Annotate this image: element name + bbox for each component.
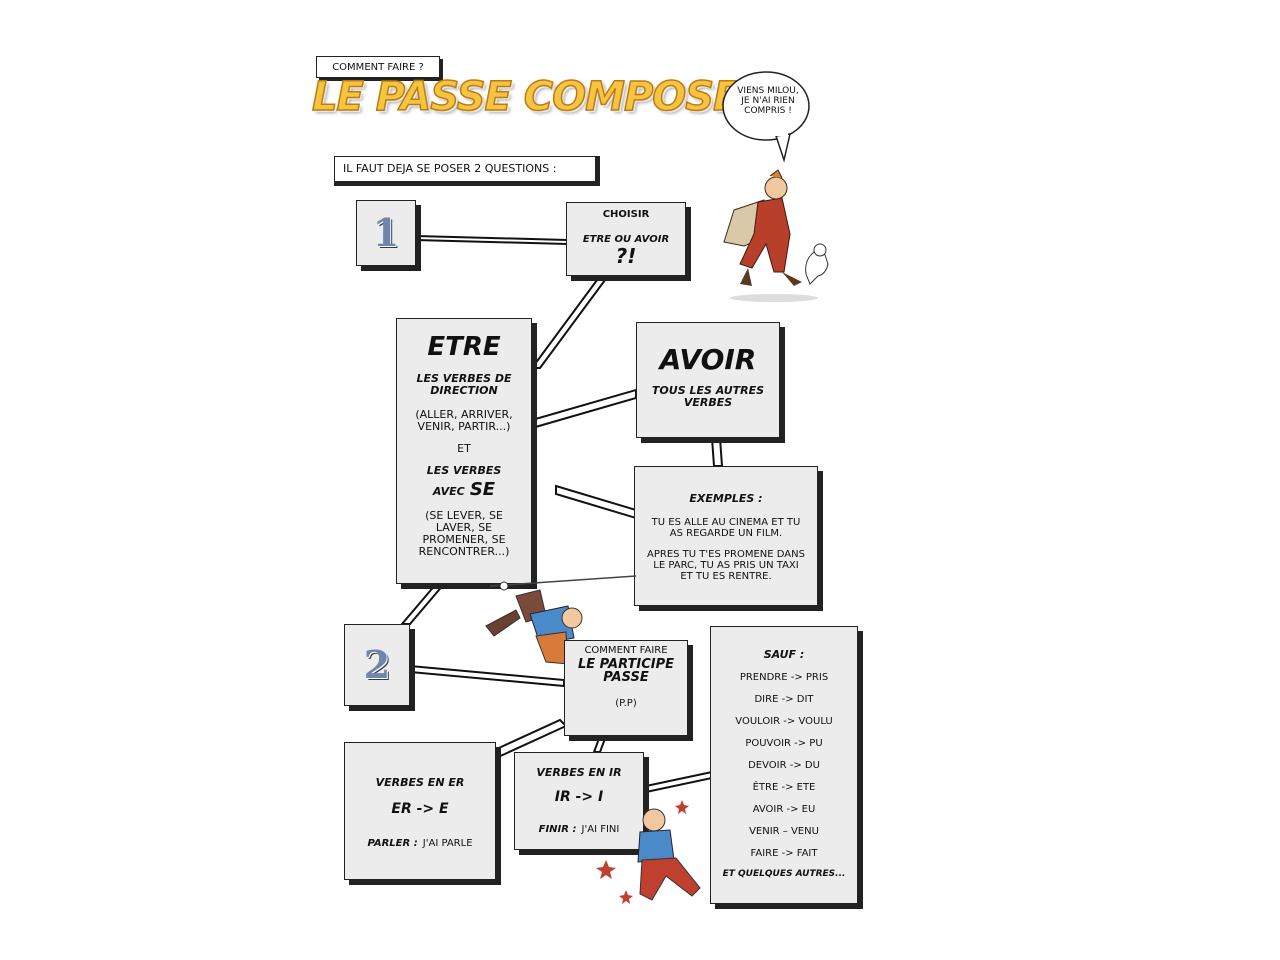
sauf-footer: ET QUELQUES AUTRES...: [722, 869, 846, 879]
avoir-box: AVOIR TOUS LES AUTRES VERBES: [636, 322, 780, 438]
etre-se-word: SE: [469, 479, 496, 500]
page-title: LE PASSE COMPOSE ?!: [311, 73, 793, 121]
question-2-number: 2: [344, 624, 410, 706]
pp-comment-faire: COMMENT FAIRE: [584, 645, 668, 656]
participe-passe-box: COMMENT FAIRE LE PARTICIPE PASSE (P.P): [564, 640, 688, 736]
etre-se-avec: AVEC: [432, 485, 465, 498]
pp-title: LE PARTICIPE PASSE: [577, 657, 674, 685]
exemple-2: APRES TU T'ES PROMENE DANS LE PARC, TU A…: [647, 549, 805, 582]
connector-se-exemples: [555, 484, 637, 520]
question-marks: ?!: [615, 244, 637, 268]
sauf-list: PRENDRE -> PRIS DIRE -> DIT VOULOIR -> VOU…: [711, 672, 857, 859]
exception-item: VENIR – VENU: [749, 826, 819, 837]
connector-pp-ir: [592, 735, 608, 753]
speech-text: VIENS MILOU, JE N'AI RIEN COMPRIS !: [737, 86, 799, 116]
verbes-er-box: VERBES EN ER ER -> E PARLER : J'AI PARLE: [344, 742, 496, 880]
etre-direction-heading: LES VERBES DE DIRECTION: [416, 372, 512, 397]
exception-item: DIRE -> DIT: [754, 694, 814, 705]
connector-etre-avoir: [531, 388, 637, 430]
choisir-label: CHOISIR: [602, 209, 650, 220]
subtitle-text: COMMENT FAIRE ?: [332, 62, 424, 73]
exception-item: DEVOIR -> DU: [748, 760, 820, 771]
exemples-box: EXEMPLES : TU ES ALLE AU CINEMA ET TU AS…: [634, 466, 818, 606]
subtitle-box: COMMENT FAIRE ?: [316, 56, 440, 78]
pp-abbrev: (P.P): [615, 698, 637, 709]
er-example-verb: PARLER :: [367, 838, 418, 849]
sauf-heading: SAUF :: [763, 648, 805, 661]
exception-item: AVOIR -> EU: [752, 804, 816, 815]
ir-example-verb: FINIR :: [538, 824, 577, 835]
sauf-box: SAUF : PRENDRE -> PRIS DIRE -> DIT VOULOIR…: [710, 626, 858, 904]
etre-se-heading: LES VERBES: [426, 464, 502, 477]
exception-item: PRENDRE -> PRIS: [739, 672, 829, 683]
etre-and: ET: [457, 442, 471, 455]
connector-etre-2: [399, 583, 447, 625]
connector-ir-sauf: [645, 770, 713, 794]
choisir-box: CHOISIR ETRE OU AVOIR ?!: [566, 202, 686, 276]
exception-item: ÊTRE -> ETE: [752, 782, 816, 793]
etre-box: ETRE LES VERBES DE DIRECTION (ALLER, ARR…: [396, 318, 532, 584]
exception-item: FAIRE -> FAIT: [750, 848, 818, 859]
question-1-number: 1: [356, 200, 416, 266]
avoir-subtitle: TOUS LES AUTRES VERBES: [651, 384, 765, 409]
intro-box: IL FAUT DEJA SE POSER 2 QUESTIONS :: [334, 156, 600, 186]
verbes-ir-box: VERBES EN IR IR -> I FINIR : J'AI FINI: [514, 752, 644, 850]
etre-direction-examples: (ALLER, ARRIVER, VENIR, PARTIR...): [415, 408, 513, 433]
etre-title: ETRE: [427, 332, 501, 362]
er-rule: ER -> E: [391, 801, 449, 817]
connector-1-choisir: [415, 234, 568, 246]
ir-heading: VERBES EN IR: [536, 766, 622, 779]
ir-rule: IR -> I: [554, 789, 604, 805]
speech-bubble: [722, 71, 810, 163]
connector-choisir-etre: [530, 275, 610, 369]
exception-item: VOULOIR -> VOULU: [735, 716, 833, 727]
connector-avoir-exemples: [710, 437, 724, 467]
ir-example-pp: J'AI FINI: [581, 824, 620, 835]
etre-se-examples: (SE LEVER, SE LAVER, SE PROMENER, SE REN…: [418, 509, 510, 558]
exemples-heading: EXEMPLES :: [689, 492, 763, 505]
exception-item: POUVOIR -> PU: [745, 738, 823, 749]
er-example-pp: J'AI PARLE: [422, 838, 473, 849]
er-heading: VERBES EN ER: [375, 776, 465, 789]
connector-2-pp: [409, 664, 565, 688]
tintin-walking-illustration: [723, 169, 829, 302]
exemple-1: TU ES ALLE AU CINEMA ET TU AS REGARDE UN…: [651, 517, 801, 539]
intro-text: IL FAUT DEJA SE POSER 2 QUESTIONS :: [343, 162, 557, 175]
avoir-title: AVOIR: [659, 343, 757, 376]
tintin-fallen-illustration: [596, 800, 701, 904]
etre-ou-avoir-label: ETRE OU AVOIR: [582, 234, 670, 245]
